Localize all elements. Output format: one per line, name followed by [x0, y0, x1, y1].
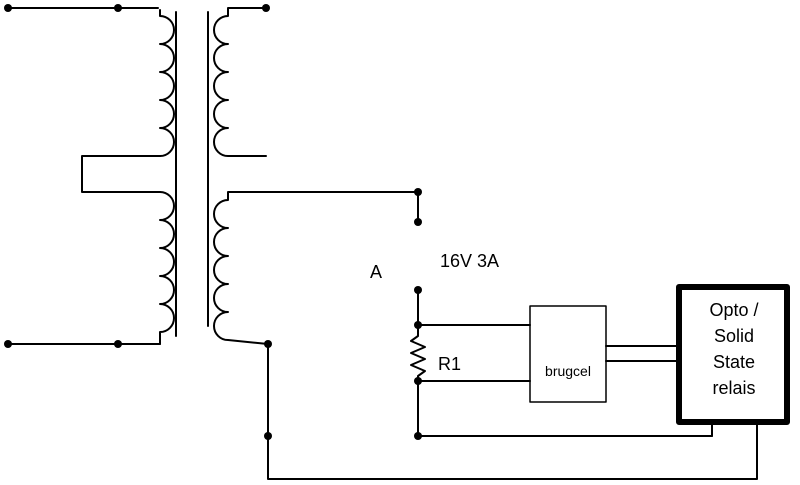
label-supply-rating: 16V 3A	[440, 251, 499, 271]
label-point-a: A	[370, 262, 382, 282]
terminal-dot	[414, 286, 422, 294]
terminal-dot	[4, 4, 12, 12]
label-relay-line2: Solid	[714, 326, 754, 346]
terminal-dot	[4, 340, 12, 348]
primary-winding-bottom	[159, 191, 175, 345]
junction-dot	[264, 432, 272, 440]
rectifier-box	[529, 305, 607, 403]
label-rectifier: brugcel	[545, 363, 591, 379]
relay-box	[676, 284, 790, 425]
label-relay-line3: State	[713, 352, 755, 372]
terminal-dot	[262, 4, 270, 12]
label-relay-line4: relais	[712, 378, 755, 398]
junction-dot	[414, 432, 422, 440]
label-resistor: R1	[438, 354, 461, 374]
junction-dot	[414, 188, 422, 196]
secondary-winding-top	[213, 7, 267, 157]
junction-dot	[264, 340, 272, 348]
secondary-winding-bottom	[213, 191, 419, 345]
primary-winding-top	[159, 9, 175, 157]
wire-secondary-return	[267, 343, 758, 480]
junction-dot	[114, 4, 122, 12]
primary-center-tap	[81, 155, 161, 193]
junction-dot	[414, 377, 422, 385]
terminal-dot	[414, 218, 422, 226]
label-relay-line1: Opto /	[709, 300, 758, 320]
junction-dot	[114, 340, 122, 348]
junction-dot	[414, 321, 422, 329]
